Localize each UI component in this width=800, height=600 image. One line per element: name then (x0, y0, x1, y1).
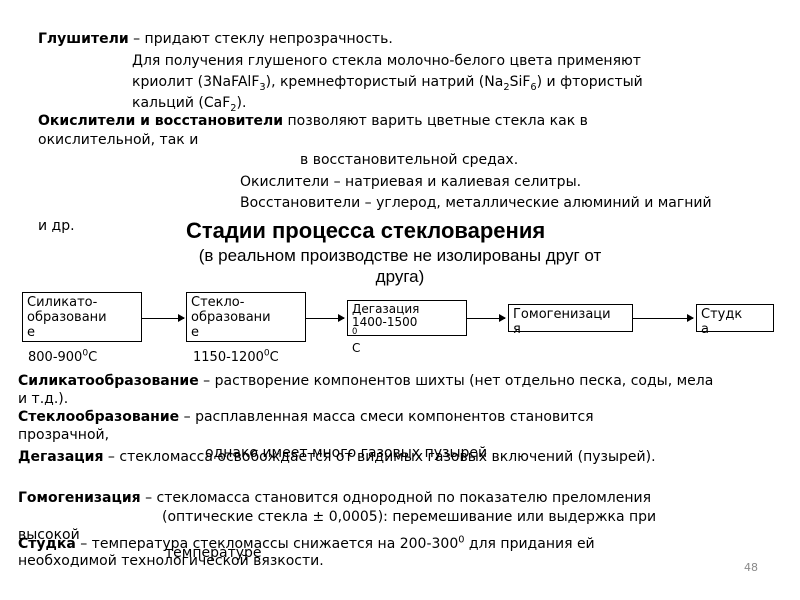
redox-line-1: Окислители и восстановители позволяют ва… (38, 113, 588, 129)
opacifiers-text: – придают стеклу непрозрачность. (128, 31, 393, 47)
arrow-2 (306, 314, 345, 322)
def-cool-line-3: температуре (165, 545, 262, 561)
arrow-1 (142, 314, 185, 322)
def-glass-line-3: однако имеет много газовых пузырей (205, 445, 488, 461)
def-silicate-line-2: и т.д.). (18, 391, 69, 407)
opacifiers-term: Глушители (38, 31, 129, 47)
opacifiers-line-3: криолит (3NaFAlF3), кремнефтористый натр… (132, 74, 643, 93)
opacifiers-line-4: кальций (CaF2). (132, 95, 247, 114)
arrow-3 (467, 314, 506, 322)
def-degas: Дегазация – стекломасса освобождается от… (18, 449, 656, 465)
redox-line-3: в восстановительной средах. (300, 152, 519, 168)
stage-box-silicate: Силикато- образовани е (22, 292, 142, 342)
page-number: 48 (744, 561, 758, 574)
redox-line-6: и др. (38, 218, 75, 234)
page-subtitle: (в реальном производстве не изолированы … (198, 246, 602, 286)
redox-line-2: окислительной, так и (38, 132, 199, 148)
def-silicate-term: Силикатообразование (18, 373, 199, 389)
def-homog-term: Гомогенизация (18, 490, 141, 506)
def-homog-line-3: высокой (18, 527, 80, 543)
temp-glass: 1150-12000С (193, 348, 279, 365)
def-degas-term: Дегазация (18, 449, 104, 465)
def-glass-line-1: Стеклообразование – расплавленная масса … (18, 409, 594, 425)
opacifiers-line-2: Для получения глушеного стекла молочно-б… (132, 53, 641, 69)
page-title: Стадии процесса стекловарения (186, 218, 546, 243)
def-homog-line-2: (оптические стекла ± 0,0005): перемешива… (162, 509, 657, 525)
opacifiers-line-1: Глушители – придают стеклу непрозрачност… (38, 30, 393, 48)
stage-box-homog: Гомогенизаци я (508, 304, 633, 337)
def-cool-line-2: необходимой технологической вязкости. (18, 553, 324, 569)
redox-reducers: Восстановители – углерод, металлические … (240, 195, 712, 211)
arrow-4 (633, 314, 694, 322)
stage-box-glass: Стекло- образовани е (186, 292, 306, 342)
stage-box-cool: Студк а (696, 304, 774, 337)
def-cool-line-1: Студка – температура стекломассы снижает… (18, 534, 595, 552)
def-cool-term: Студка (18, 536, 76, 552)
def-silicate-line-1: Силикатообразование – растворение компон… (18, 373, 714, 389)
redox-oxidizers: Окислители – натриевая и калиевая селитр… (240, 174, 582, 190)
def-glass-term: Стеклообразование (18, 409, 180, 425)
def-homog-line-1: Гомогенизация – стекломасса становится о… (18, 490, 652, 506)
redox-term: Окислители и восстановители (38, 113, 284, 129)
temp-silicate: 800-9000С (28, 348, 98, 365)
def-glass-line-2: прозрачной, (18, 427, 110, 443)
